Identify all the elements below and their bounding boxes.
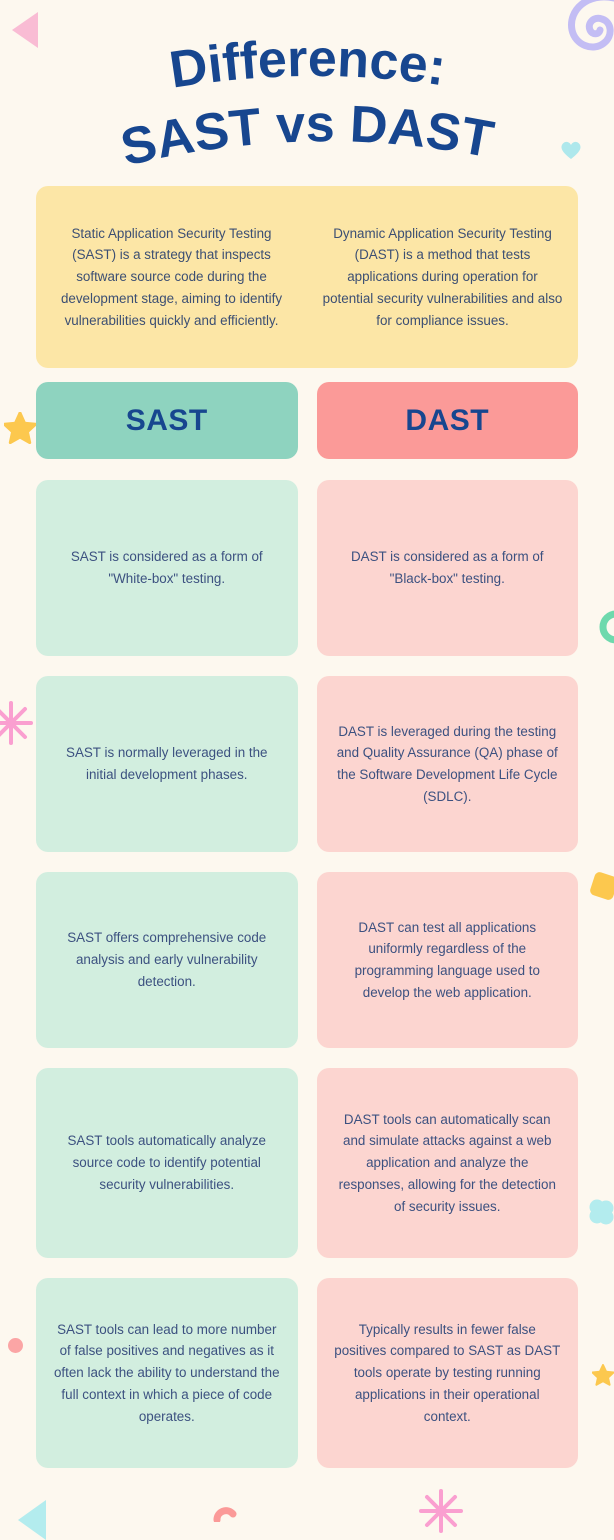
comparison-table: SAST DAST SAST is considered as a form o… bbox=[0, 382, 614, 1488]
title-line-1: Difference: bbox=[166, 30, 449, 100]
table-row: SAST offers comprehensive code analysis … bbox=[0, 872, 614, 1048]
intro-dast-text: Dynamic Application Security Testing (DA… bbox=[322, 225, 563, 328]
cell-text: DAST is leveraged during the testing and… bbox=[336, 723, 558, 804]
intro-sast-text: Static Application Security Testing (SAS… bbox=[60, 225, 283, 328]
table-cell-dast: Typically results in fewer false positiv… bbox=[316, 1278, 578, 1468]
cell-text: SAST tools can lead to more number of fa… bbox=[53, 1321, 280, 1424]
table-row: SAST tools can lead to more number of fa… bbox=[0, 1278, 614, 1468]
cell-text: SAST is considered as a form of "White-b… bbox=[70, 549, 263, 586]
table-row: SAST is considered as a form of "White-b… bbox=[0, 480, 614, 656]
column-header-sast: SAST bbox=[36, 382, 298, 459]
pink-starburst-bottom-icon bbox=[419, 1489, 463, 1533]
table-header-row: SAST DAST bbox=[0, 382, 614, 459]
intro-sast: Static Application Security Testing (SAS… bbox=[36, 186, 307, 368]
cell-text: DAST is considered as a form of "Black-b… bbox=[350, 549, 544, 586]
cell-text: DAST can test all applications uniformly… bbox=[354, 919, 540, 1000]
table-row: SAST is normally leveraged in the initia… bbox=[0, 676, 614, 852]
table-cell-sast: SAST tools automatically analyze source … bbox=[36, 1068, 298, 1258]
table-row: SAST tools automatically analyze source … bbox=[0, 1068, 614, 1258]
svg-text:Difference:: Difference: bbox=[166, 30, 449, 100]
cyan-triangle-icon bbox=[18, 1500, 46, 1540]
page-title: Difference: SAST vs DAST bbox=[0, 26, 614, 174]
table-cell-sast: SAST tools can lead to more number of fa… bbox=[36, 1278, 298, 1468]
table-cell-dast: DAST is leveraged during the testing and… bbox=[316, 676, 578, 852]
pink-arc-icon bbox=[213, 1507, 237, 1522]
cell-text: Typically results in fewer false positiv… bbox=[334, 1321, 561, 1424]
title-line-2: SAST vs DAST bbox=[116, 95, 499, 174]
table-cell-dast: DAST tools can automatically scan and si… bbox=[316, 1068, 578, 1258]
table-cell-sast: SAST is considered as a form of "White-b… bbox=[36, 480, 298, 656]
column-header-dast: DAST bbox=[316, 382, 578, 459]
table-cell-dast: DAST can test all applications uniformly… bbox=[316, 872, 578, 1048]
cell-text: SAST is normally leveraged in the initia… bbox=[66, 745, 268, 782]
table-cell-sast: SAST offers comprehensive code analysis … bbox=[36, 872, 298, 1048]
intro-band: Static Application Security Testing (SAS… bbox=[36, 186, 578, 368]
cell-text: DAST tools can automatically scan and si… bbox=[338, 1111, 556, 1214]
intro-dast: Dynamic Application Security Testing (DA… bbox=[307, 186, 578, 368]
cell-text: SAST tools automatically analyze source … bbox=[67, 1133, 266, 1192]
table-cell-dast: DAST is considered as a form of "Black-b… bbox=[316, 480, 578, 656]
cell-text: SAST offers comprehensive code analysis … bbox=[67, 930, 267, 989]
table-cell-sast: SAST is normally leveraged in the initia… bbox=[36, 676, 298, 852]
svg-text:SAST vs DAST: SAST vs DAST bbox=[116, 95, 499, 174]
